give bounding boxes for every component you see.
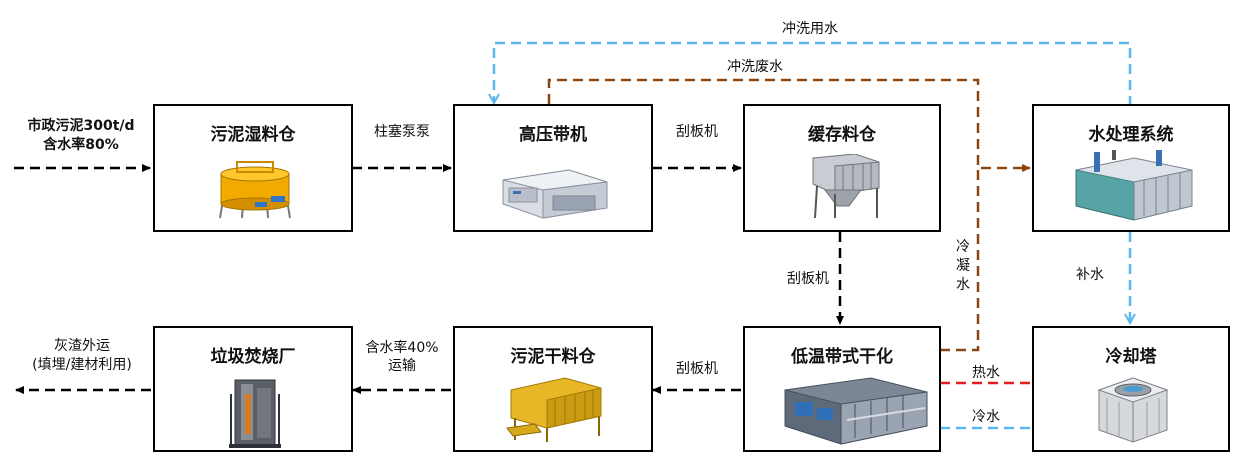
input-label-line2: 含水率80% bbox=[43, 137, 119, 153]
water-treatment-title: 水处理系统 bbox=[1088, 125, 1174, 145]
water-treatment-image bbox=[1075, 150, 1193, 221]
condensate-label-2: 凝 bbox=[956, 258, 970, 274]
flush-waste-label: 冲洗废水 bbox=[727, 59, 783, 75]
scraper-label-2: 刮板机 bbox=[787, 271, 829, 287]
dry-silo-box: 污泥干料仓 bbox=[453, 326, 653, 452]
buffer-silo-image bbox=[812, 154, 880, 219]
makeup-water-label: 补水 bbox=[1076, 267, 1104, 283]
buffer-silo-title: 缓存料仓 bbox=[808, 125, 876, 145]
dry-silo-title: 污泥干料仓 bbox=[510, 347, 596, 367]
incinerator-title: 垃圾焚烧厂 bbox=[210, 347, 296, 367]
ash-label-line2: (填埋/建材利用) bbox=[32, 357, 132, 373]
flush-water-line bbox=[494, 41, 1132, 106]
dryer-box: 低温带式干化 bbox=[743, 326, 941, 452]
buffer-silo-box: 缓存料仓 bbox=[743, 104, 941, 232]
ash-label-line1: 灰渣外运 bbox=[54, 338, 110, 354]
piston-pump-label: 柱塞泵泵 bbox=[374, 124, 430, 140]
incinerator-image bbox=[229, 379, 281, 448]
dryer-image bbox=[784, 377, 928, 445]
wet-silo-image bbox=[219, 161, 291, 219]
flush-water-label: 冲洗用水 bbox=[782, 21, 838, 37]
dry-silo-image bbox=[506, 377, 602, 442]
incinerator-box: 垃圾焚烧厂 bbox=[153, 326, 353, 452]
cooling-tower-box: 冷却塔 bbox=[1032, 326, 1230, 452]
moisture-label-line2: 运输 bbox=[388, 358, 416, 374]
cooling-tower-image bbox=[1097, 377, 1169, 443]
belt-press-box: 高压带机 bbox=[453, 104, 653, 232]
cold-water-label: 冷水 bbox=[972, 409, 1000, 425]
hot-water-label: 热水 bbox=[972, 365, 1000, 381]
belt-press-title: 高压带机 bbox=[519, 125, 587, 145]
dryer-title: 低温带式干化 bbox=[791, 347, 893, 367]
scraper-label-1: 刮板机 bbox=[676, 124, 718, 140]
condensate-line bbox=[940, 168, 980, 352]
belt-press-image bbox=[502, 169, 608, 219]
condensate-label-3: 水 bbox=[956, 277, 970, 293]
condensate-label-1: 冷 bbox=[956, 239, 970, 255]
flush-waste-line bbox=[547, 78, 1031, 172]
scraper-label-3: 刮板机 bbox=[676, 361, 718, 377]
moisture-label-line1: 含水率40% bbox=[365, 340, 439, 356]
cooling-tower-title: 冷却塔 bbox=[1105, 347, 1157, 367]
water-treatment-box: 水处理系统 bbox=[1032, 104, 1230, 232]
input-label-line1: 市政污泥300t/d bbox=[27, 118, 135, 134]
wet-silo-box: 污泥湿料仓 bbox=[153, 104, 353, 232]
wet-silo-title: 污泥湿料仓 bbox=[210, 125, 296, 145]
